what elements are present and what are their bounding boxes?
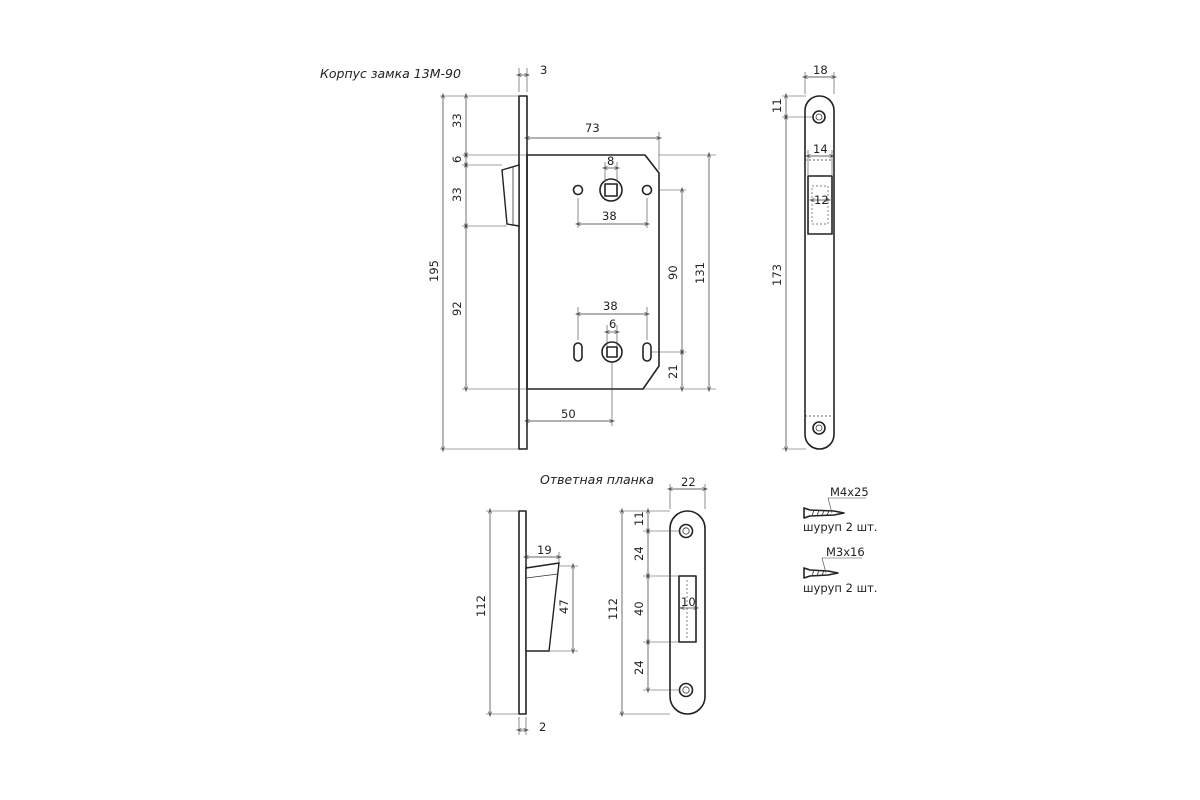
handle-screw-hole-right [641, 184, 653, 196]
dim-strike-upper: 24 [632, 546, 646, 561]
dim-strike-thickness: 2 [539, 720, 546, 734]
front-screw-hole-top [812, 110, 826, 124]
dim-center-distance: 90 [666, 265, 680, 280]
dim-body-depth: 73 [585, 121, 600, 135]
dim-cylinder-holes-spacing: 38 [603, 299, 618, 313]
cylinder-slot-right [642, 342, 652, 362]
strike-plate-side-view: 112 19 47 2 [474, 511, 578, 735]
lock-faceplate [518, 95, 528, 450]
screw-m4x25: М4х25 шуруп 2 шт. [803, 485, 877, 534]
dim-latch-gap: 6 [450, 156, 464, 163]
handle-screw-hole-left [572, 184, 584, 196]
dim-strike-screw-offset: 11 [632, 511, 646, 526]
cylinder-slot-left [573, 342, 583, 362]
lock-case [526, 154, 660, 390]
dim-bottom-offset: 21 [666, 364, 680, 379]
dim-top-to-latch: 33 [450, 113, 464, 128]
dim-strike-lower: 24 [632, 660, 646, 675]
screw-a-size: М4х25 [830, 485, 869, 499]
dim-front-height: 173 [770, 264, 784, 286]
dim-front-width: 18 [813, 63, 828, 77]
screw-m4x25-icon [803, 507, 845, 519]
dim-faceplate-thickness: 3 [540, 63, 547, 77]
strike-screw-hole-top [678, 523, 694, 539]
cylinder-square [606, 346, 618, 358]
screw-b-size: М3х16 [826, 545, 865, 559]
lock-front-view: 18 11 14 12 173 [770, 63, 834, 449]
screws: М4х25 шуруп 2 шт. М3х16 шуруп 2 шт. [803, 485, 877, 595]
strike-plate-front-view: Ответная планка 22 11 24 40 10 24 112 [540, 472, 705, 714]
latch-window [807, 175, 833, 235]
strike-latch-window [678, 575, 697, 643]
strike-screw-hole-bottom [678, 682, 694, 698]
dim-handle-holes-spacing: 38 [602, 209, 617, 223]
lock-body-title: Корпус замка 13М-90 [320, 66, 461, 81]
front-case-outline [804, 159, 835, 417]
dim-latch-height: 33 [450, 187, 464, 202]
spindle-hub [599, 178, 623, 202]
spindle-square [604, 183, 618, 197]
dim-cylinder-square: 6 [609, 317, 616, 331]
dim-body-height: 131 [693, 262, 707, 284]
dim-latch-to-bottom: 92 [450, 301, 464, 316]
dim-latch-window-width: 14 [813, 142, 828, 156]
dim-strike-width: 22 [681, 475, 696, 489]
front-screw-hole-bottom [812, 421, 826, 435]
screw-m3x16-icon [803, 567, 839, 579]
dim-spindle-square: 8 [607, 154, 614, 168]
strike-plate-title: Ответная планка [540, 472, 654, 487]
dim-strike-lip-height: 47 [557, 599, 571, 614]
dim-total-height: 195 [427, 260, 441, 282]
screw-b-qty: шуруп 2 шт. [803, 581, 877, 595]
dim-backset: 50 [561, 407, 576, 421]
dim-strike-window-width: 10 [681, 595, 696, 609]
dim-strike-side-height: 112 [474, 595, 488, 617]
screw-m3x16: М3х16 шуруп 2 шт. [803, 545, 877, 595]
strike-side-plate [518, 510, 527, 715]
screw-a-qty: шуруп 2 шт. [803, 520, 877, 534]
dim-front-screw-offset: 11 [770, 98, 784, 113]
lock-body-side-view: Корпус замка 13М-90 [320, 63, 716, 449]
cylinder-hub [601, 341, 623, 363]
dim-latch-window-height: 12 [814, 193, 829, 207]
dim-strike-lip-depth: 19 [537, 543, 552, 557]
strike-front-plate [669, 510, 706, 715]
dim-strike-height: 112 [606, 598, 620, 620]
dim-strike-window: 40 [632, 601, 646, 616]
latch-bolt [501, 164, 520, 227]
